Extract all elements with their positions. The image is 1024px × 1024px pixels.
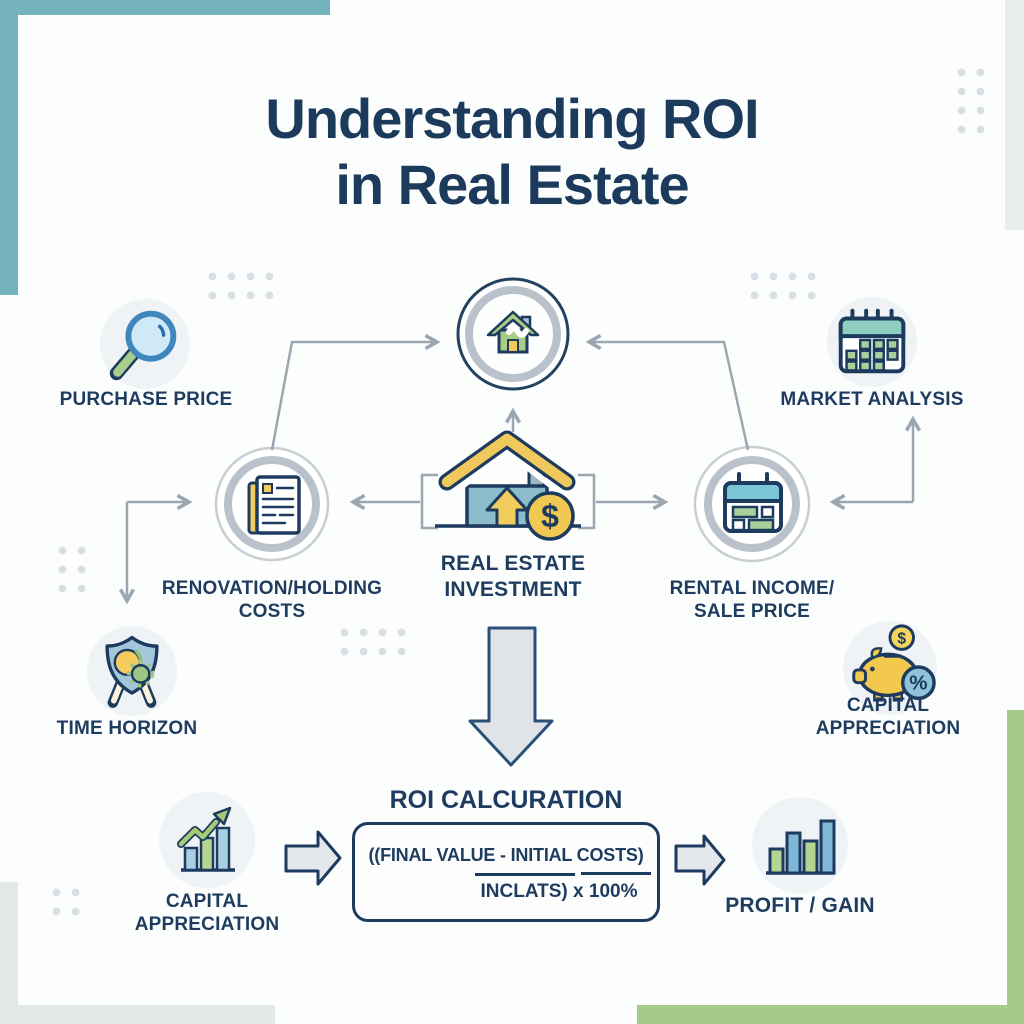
dot-grid-decoration — [330, 618, 408, 658]
house-badge-icon — [485, 306, 541, 362]
label-profit-gain: PROFIT / GAIN — [725, 894, 875, 917]
dollar-glyph: $ — [897, 631, 906, 648]
title-line-1: Understanding ROI — [265, 87, 759, 150]
label-line: CAPITAL — [846, 695, 930, 716]
dollar-glyph: $ — [541, 498, 559, 534]
label-line: CAPITAL — [165, 891, 249, 912]
label-real-estate-investment: REAL ESTATE INVESTMENT — [403, 551, 623, 602]
piggy-bank-icon: $ % — [843, 621, 937, 715]
document-icon — [229, 461, 315, 547]
label-capital-appreciation-bottom: CAPITAL APPRECIATION — [97, 890, 317, 936]
percent-glyph: % — [909, 672, 927, 695]
schedule-icon — [709, 461, 795, 547]
dot-grid-decoration — [48, 536, 88, 595]
fraction-bar — [581, 872, 651, 875]
page-title: Understanding ROI in Real Estate — [0, 86, 1024, 218]
bar-chart-icon — [752, 797, 848, 893]
label-line: RENTAL INCOME/ — [669, 578, 835, 599]
label-rental-income-sale-price: RENTAL INCOME/ SALE PRICE — [632, 577, 872, 623]
flow-right-arrow — [284, 830, 342, 886]
label-renovation-holding-costs: RENOVATION/HOLDING COSTS — [152, 577, 392, 623]
label-line: APPRECIATION — [815, 718, 961, 740]
label-capital-appreciation-right: CAPITAL APPRECIATION — [778, 694, 998, 740]
big-down-arrow — [468, 626, 554, 767]
roi-calculation-heading: ROI CALCURATION — [389, 786, 623, 814]
fraction-bar — [475, 873, 575, 876]
dot-grid-decoration — [740, 262, 818, 302]
formula-numerator: ((FINAL VALUE - INITIAL COSTS) — [368, 845, 644, 865]
dot-grid-decoration — [42, 878, 82, 918]
label-line: COSTS — [238, 601, 306, 623]
label-time-horizon: TIME HORIZON — [56, 718, 198, 739]
shield-icon — [87, 626, 177, 716]
dot-grid-decoration — [947, 58, 987, 136]
flow-right-arrow — [674, 834, 726, 886]
corner-accent-bottom-pale — [18, 1005, 275, 1024]
label-line: REAL ESTATE — [440, 552, 586, 575]
label-purchase-price: PURCHASE PRICE — [59, 389, 233, 410]
calendar-icon — [827, 297, 917, 387]
roi-formula-box: ((FINAL VALUE - INITIAL COSTS) INCLATS) … — [352, 822, 660, 922]
real-estate-house-icon: $ — [423, 424, 593, 544]
label-line: RENOVATION/HOLDING — [161, 578, 383, 599]
growth-chart-icon — [159, 792, 255, 888]
label-line: INVESTMENT — [444, 577, 582, 601]
corner-accent-left-teal — [0, 0, 18, 295]
corner-accent-left-pale — [0, 882, 18, 1024]
corner-accent-right-green — [1007, 710, 1024, 1024]
corner-accent-bottom-green — [637, 1005, 1024, 1024]
label-line: SALE PRICE — [693, 601, 811, 623]
corner-accent-right-pale — [1005, 0, 1024, 230]
label-market-analysis: MARKET ANALYSIS — [780, 389, 964, 410]
formula-denominator: INCLATS) x 100% — [480, 881, 638, 902]
title-line-2: in Real Estate — [335, 153, 689, 217]
dot-grid-decoration — [198, 262, 276, 302]
corner-accent-top-teal — [0, 0, 330, 15]
label-line: APPRECIATION — [134, 914, 280, 936]
magnifier-icon — [100, 299, 190, 389]
